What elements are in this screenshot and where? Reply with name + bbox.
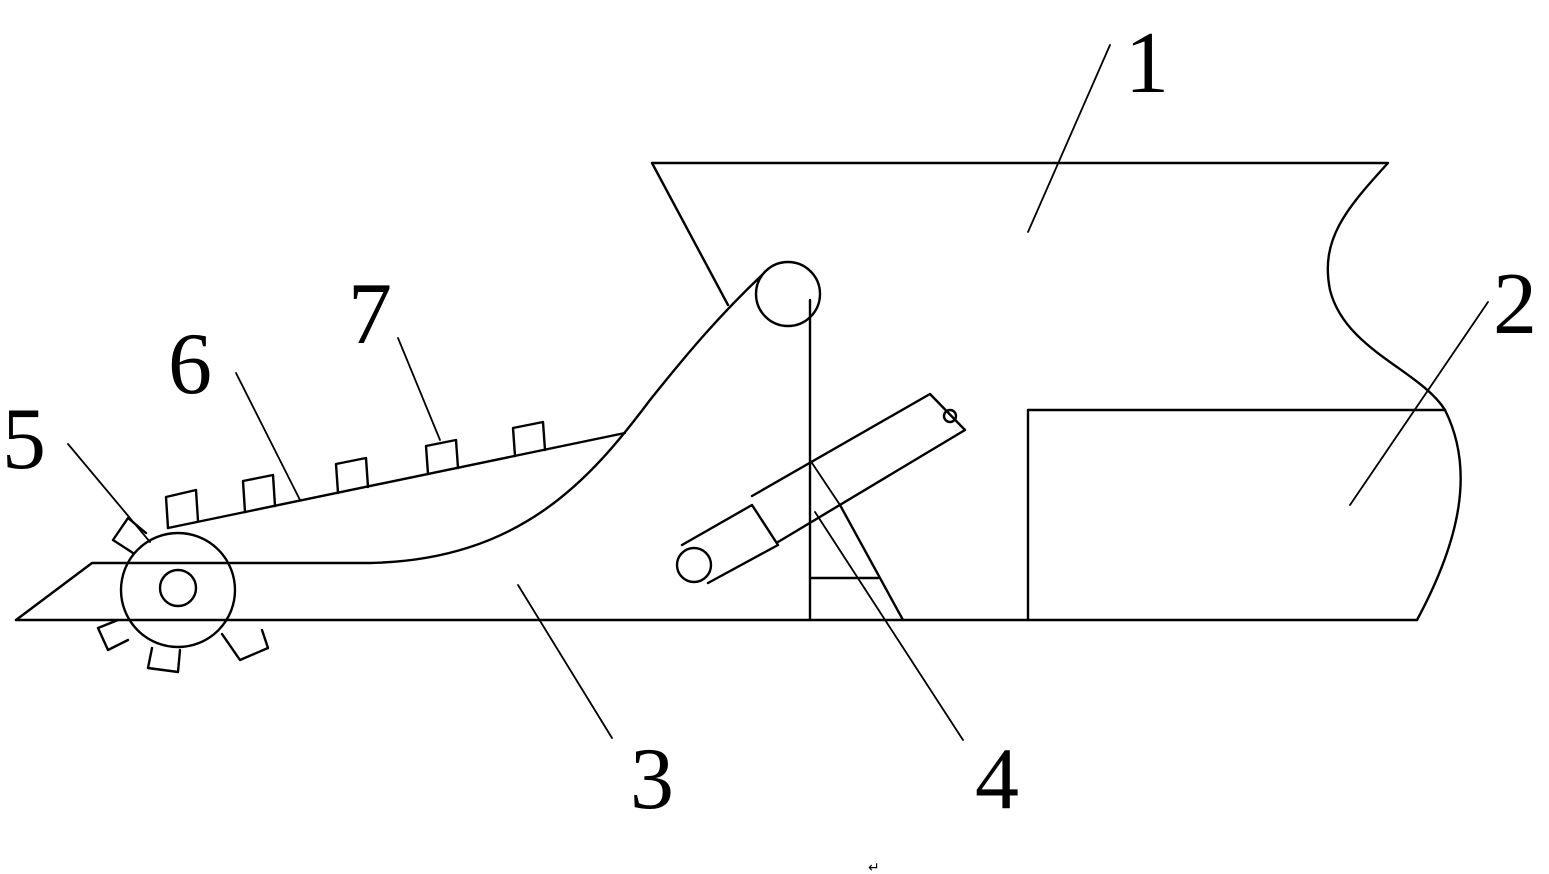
box-part-2 (1026, 408, 1447, 622)
label-3: 3 (630, 731, 674, 828)
strut-top (809, 459, 841, 506)
roller-wheel (119, 531, 237, 649)
roller-teeth (96, 516, 270, 674)
paragraph-mark: ↵ (868, 860, 880, 874)
blade-frame (14, 273, 764, 622)
top-pulley (754, 260, 822, 328)
conveyor-belt (166, 431, 627, 530)
label-5: 5 (2, 391, 46, 488)
label-1: 1 (1125, 15, 1169, 112)
label-6: 6 (168, 316, 212, 413)
hydraulic-cylinder (675, 392, 967, 585)
label-7: 7 (348, 266, 392, 363)
hopper-outline (650, 161, 1462, 622)
hopper-left-wall (650, 161, 730, 307)
label-4: 4 (975, 731, 1019, 828)
label-2: 2 (1493, 256, 1537, 353)
conveyor-cleats (164, 420, 547, 530)
roller-hub (158, 568, 198, 608)
leader-lines (67, 44, 1489, 741)
diagonal-strut (838, 503, 905, 622)
